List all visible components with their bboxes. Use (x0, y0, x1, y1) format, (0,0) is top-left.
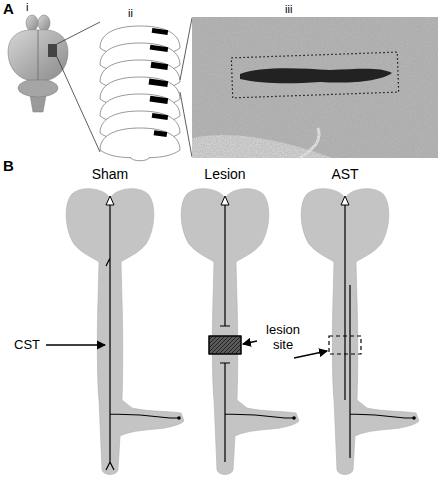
condition-title: Sham (92, 167, 129, 182)
coronal-section-stack (100, 26, 180, 161)
subpanel-number: ii (128, 6, 133, 21)
pointer-arrow (294, 351, 327, 358)
panel-letter: A (3, 1, 14, 16)
histology-micrograph (192, 17, 438, 158)
cerebellum (18, 79, 58, 97)
subpanel-number: iii (285, 2, 292, 17)
tract-label: CST (14, 337, 40, 352)
brain-3d (8, 15, 68, 112)
brainstem (30, 95, 46, 112)
panel-letter: B (3, 158, 14, 173)
cst-tract (345, 204, 413, 458)
sham-figure (66, 189, 184, 475)
dotted-frame (231, 52, 398, 98)
zoom-line (57, 22, 100, 152)
zoom-line (180, 18, 192, 157)
ast-figure (301, 189, 419, 475)
condition-title: AST (331, 167, 358, 182)
subpanel-number: i (26, 0, 28, 15)
lesion-outline (329, 336, 361, 354)
olfactory-bulb (38, 15, 50, 31)
pointer-arrow (46, 344, 105, 345)
midline (38, 30, 39, 80)
cst-tract (106, 204, 178, 470)
condition-title: Lesion (204, 167, 245, 182)
lesion-label: lesion site (259, 322, 307, 352)
lesion-block (209, 336, 241, 354)
olfactory-bulb (26, 15, 38, 31)
pointer-arrow (243, 341, 257, 344)
lesion-region (48, 44, 57, 57)
cerebrum (8, 30, 68, 80)
lesion-streak (240, 68, 392, 83)
